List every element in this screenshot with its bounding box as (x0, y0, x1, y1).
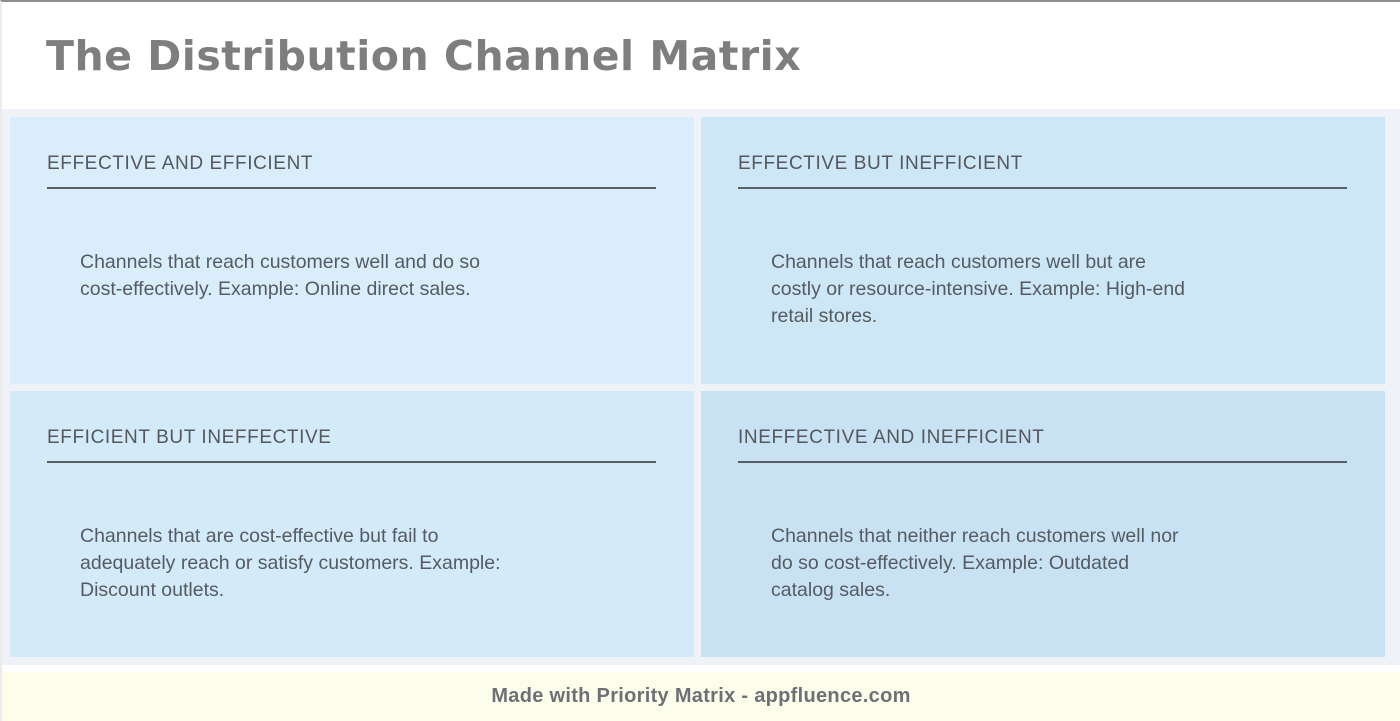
quadrant-description: Channels that neither reach customers we… (771, 524, 1179, 601)
quadrant-description: Channels that are cost-effective but fai… (80, 524, 501, 601)
page-title: The Distribution Channel Matrix (46, 31, 802, 80)
quadrant-efficient-but-ineffective: EFFICIENT BUT INEFFECTIVE Channels that … (10, 390, 694, 657)
quadrant-title: EFFICIENT BUT INEFFECTIVE (47, 426, 332, 448)
footer-banner: Made with Priority Matrix - appfluence.c… (2, 672, 1400, 721)
footer-credit: Made with Priority Matrix - appfluence.c… (491, 685, 911, 707)
quadrant-title: EFFECTIVE AND EFFICIENT (47, 153, 314, 174)
quadrant-title: EFFECTIVE BUT INEFFICIENT (738, 153, 1023, 174)
quadrant-description: Channels that reach customers well but a… (771, 251, 1186, 327)
matrix-grid: EFFECTIVE AND EFFICIENT Channels that re… (2, 109, 1400, 665)
quadrant-ineffective-and-inefficient: INEFFECTIVE AND INEFFICIENT Channels tha… (701, 390, 1385, 657)
quadrant-description: Channels that reach customers well and d… (80, 251, 480, 300)
quadrant-header: EFFICIENT BUT INEFFECTIVE (47, 427, 656, 463)
quadrant-title: INEFFECTIVE AND INEFFICIENT (738, 426, 1045, 448)
quadrant-header: EFFECTIVE BUT INEFFICIENT (738, 153, 1347, 189)
quadrant-header: EFFECTIVE AND EFFICIENT (47, 153, 656, 189)
page-header: The Distribution Channel Matrix (2, 2, 1400, 109)
quadrant-header: INEFFECTIVE AND INEFFICIENT (738, 427, 1347, 463)
quadrant-effective-and-efficient: EFFECTIVE AND EFFICIENT Channels that re… (10, 117, 694, 384)
quadrant-effective-but-inefficient: EFFECTIVE BUT INEFFICIENT Channels that … (701, 117, 1385, 384)
